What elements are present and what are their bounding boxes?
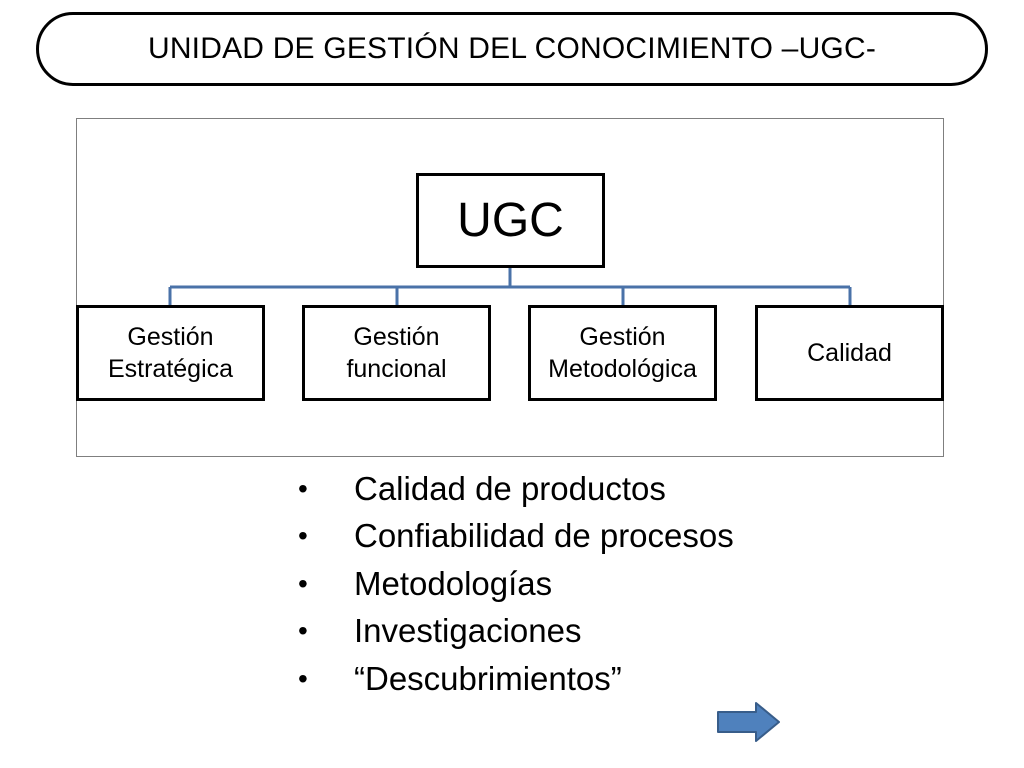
org-root-node: UGC [416, 173, 605, 268]
org-node-label-line2: Metodológica [548, 355, 697, 383]
org-node-label-line1: Gestión [127, 322, 214, 351]
bullet-marker: • [298, 567, 308, 599]
bullet-text: “Descubrimientos” [354, 659, 622, 697]
bullet-text: Calidad de productos [354, 469, 666, 507]
org-node-gestion-funcional: Gestión funcional [302, 305, 491, 401]
bullet-marker: • [298, 472, 308, 504]
org-node-label-line2: funcional [346, 355, 447, 383]
bullet-marker: • [298, 662, 308, 694]
org-node-label-line1: Gestión [353, 322, 440, 351]
bullet-list: • Calidad de productos • Confiabilidad de … [298, 465, 734, 703]
bullet-marker: • [298, 615, 308, 647]
bullet-text: Investigaciones [354, 612, 582, 650]
list-item: • “Descubrimientos” [298, 655, 734, 703]
org-node-label-line1: Calidad [807, 338, 892, 367]
org-node-gestion-metodologica: Gestión Metodológica [528, 305, 717, 401]
org-node-calidad: Calidad [755, 305, 944, 401]
org-node-label-line2: Estratégica [107, 355, 234, 383]
bullet-text: Confiabilidad de procesos [354, 517, 734, 555]
list-item: • Confiabilidad de procesos [298, 513, 734, 561]
right-arrow-icon[interactable] [716, 700, 782, 744]
bullet-marker: • [298, 520, 308, 552]
org-node-gestion-estrategica: Gestión Estratégica [76, 305, 265, 401]
list-item: • Investigaciones [298, 608, 734, 656]
list-item: • Calidad de productos [298, 465, 734, 513]
slide-title: UNIDAD DE GESTIÓN DEL CONOCIMIENTO –UGC- [36, 12, 988, 86]
list-item: • Metodologías [298, 560, 734, 608]
bullet-text: Metodologías [354, 564, 553, 602]
org-node-label-line1: Gestión [579, 322, 666, 351]
